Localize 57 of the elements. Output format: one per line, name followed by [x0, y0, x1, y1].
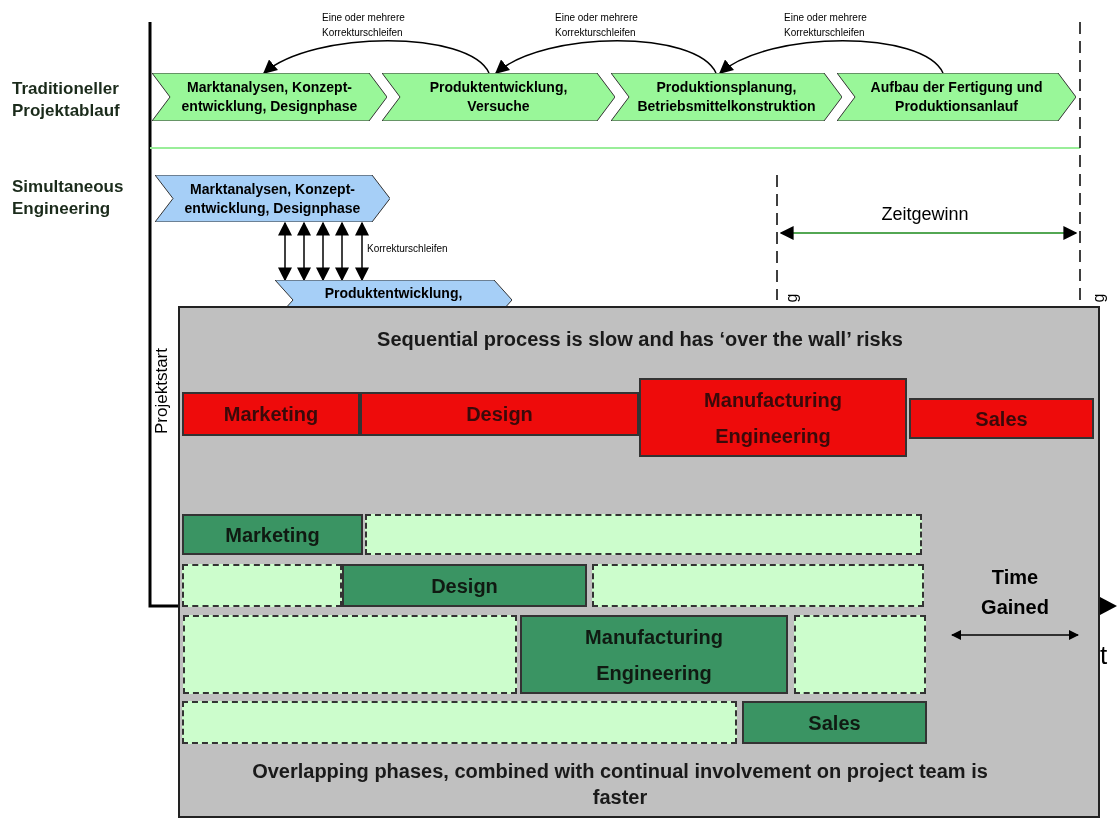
arrow	[297, 221, 311, 282]
edge-label: Korrekturschleifen	[367, 242, 449, 256]
panel-caption: Overlapping phases, combined with continual involvement on project team is faster	[251, 759, 989, 810]
phase-label: Marktanalysen, Konzept-entwicklung, Designphase	[180, 78, 359, 116]
process-step	[275, 280, 512, 306]
phase-label: Design	[430, 573, 499, 599]
arrow	[718, 40, 944, 74]
phase-label: Design	[465, 402, 534, 427]
phase-label: Marktanalysen, Konzept-entwicklung, Designphase	[183, 179, 362, 218]
dimension-label: Zeitgewinn	[880, 203, 970, 226]
phase-label: Produktentwicklung,	[323, 283, 464, 303]
arrow	[262, 40, 490, 74]
text-fragment: g	[1088, 292, 1108, 303]
phase-bar	[182, 514, 363, 555]
axis-label: Projektstart	[151, 347, 172, 436]
comparison-panel	[178, 306, 1100, 818]
placeholder-box	[182, 701, 737, 744]
placeholder-box	[182, 564, 342, 607]
process-step	[155, 175, 390, 222]
phase-bar	[342, 564, 587, 607]
process-step	[152, 73, 387, 121]
arrow	[355, 221, 369, 282]
phase-label: Aufbau der Fertigung und Produktionsanlauf	[869, 78, 1044, 116]
edge-label: Eine oder mehrere Korrekturschleifen	[555, 11, 639, 40]
placeholder-box	[592, 564, 924, 607]
text-fragment: g	[781, 292, 801, 303]
arrow	[316, 221, 330, 282]
phase-bar	[182, 392, 360, 436]
arrow	[278, 221, 292, 282]
axis-label: t	[1100, 640, 1109, 671]
phase-bar	[742, 701, 927, 744]
process-step	[837, 73, 1076, 121]
placeholder-box	[183, 615, 517, 694]
edge-label: Eine oder mehrere Korrekturschleifen	[322, 11, 406, 40]
phase-label: Sales	[974, 406, 1029, 432]
edge-label: Eine oder mehrere Korrekturschleifen	[784, 11, 868, 40]
phase-label: Sales	[807, 710, 862, 736]
phase-label: Manufacturing Engineering	[703, 387, 843, 449]
process-step	[382, 73, 615, 121]
row-heading: Simultaneous Engineering	[12, 176, 125, 220]
dimension-label: Time Gained	[980, 565, 1050, 620]
phase-bar	[909, 398, 1094, 439]
placeholder-box	[365, 514, 922, 555]
row-heading: Traditioneller Projektablauf	[12, 78, 121, 122]
process-step	[611, 73, 842, 121]
phase-bar	[639, 378, 907, 457]
arrow	[494, 40, 717, 74]
phase-label: Produktionsplanung, Betriebsmittelkonstruktion	[636, 78, 817, 116]
phase-label: Produktentwicklung, Versuche	[428, 78, 569, 116]
phase-label: Manufacturing Engineering	[584, 624, 724, 686]
arrow	[335, 221, 349, 282]
phase-bar	[360, 392, 639, 436]
phase-label: Marketing	[222, 402, 320, 427]
panel-caption: Sequential process is slow and has ‘over the wall’ risks	[376, 327, 904, 352]
phase-label: Marketing	[224, 522, 321, 548]
phase-bar	[520, 615, 788, 694]
placeholder-box	[794, 615, 926, 694]
